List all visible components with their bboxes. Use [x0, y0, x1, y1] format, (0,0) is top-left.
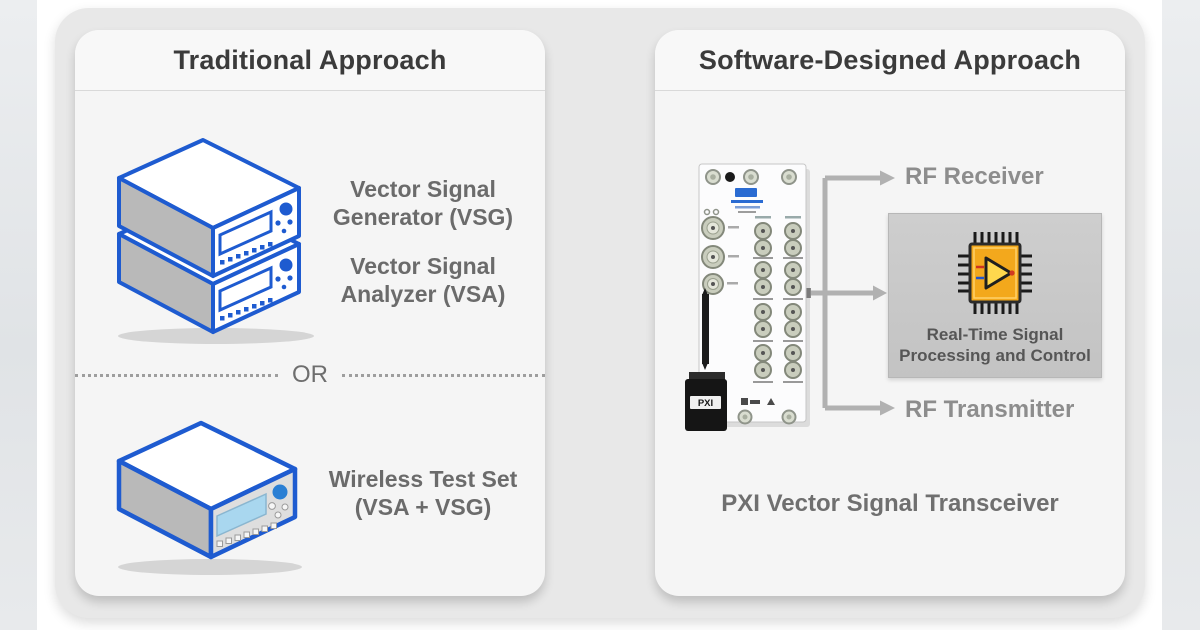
module-port-nub	[804, 288, 811, 298]
arrowhead-receiver	[880, 170, 895, 186]
vsg-knob	[279, 202, 293, 216]
left-gradient-strip	[0, 0, 37, 630]
vsa-label: Vector Signal Analyzer (VSA)	[340, 253, 506, 307]
module-edge-connector	[702, 288, 709, 370]
wts-button-row	[216, 522, 277, 547]
stack-shadow	[118, 328, 314, 344]
vsa-knob	[279, 258, 293, 272]
vsa-button-row	[220, 298, 273, 321]
traditional-approach-panel: Traditional Approach	[75, 30, 545, 596]
labview-triangle	[984, 256, 1013, 290]
module-bottom-screws	[737, 409, 797, 425]
certification-marks	[741, 398, 775, 405]
or-divider: OR	[75, 361, 545, 389]
module-faceplate	[698, 163, 807, 423]
vsa-display	[218, 265, 273, 313]
or-dotted-line-right	[342, 373, 545, 377]
vsg-vsa-stack-icon	[117, 138, 314, 344]
software-approach-panel: Software-Designed Approach	[655, 30, 1125, 596]
vsg-instrument-icon	[117, 138, 301, 278]
comparison-card: Traditional Approach	[55, 8, 1145, 618]
rf-receiver-label: RF Receiver	[905, 163, 1044, 190]
ni-logo	[731, 188, 763, 213]
wts-knob	[272, 484, 288, 500]
or-dotted-line-left	[75, 373, 278, 377]
wts-shadow	[118, 559, 302, 575]
pxi-vst-caption: PXI Vector Signal Transceiver	[721, 490, 1059, 517]
pxi-latch-badge: PXI	[698, 398, 713, 409]
software-panel-title: Software-Designed Approach	[655, 30, 1125, 91]
arrowhead-transmitter	[880, 400, 895, 416]
processing-box: Real-Time Signal Processing and Control	[888, 213, 1102, 378]
module-top-screws	[705, 169, 797, 185]
wts-screen	[216, 492, 267, 538]
vsg-label: Vector Signal Generator (VSG)	[332, 176, 514, 230]
pxi-latch: PXI	[685, 372, 727, 431]
module-right-connectors	[753, 216, 803, 383]
processing-label: Real-Time Signal Processing and Control	[899, 325, 1091, 365]
arrowhead-processing	[873, 285, 887, 301]
vsg-button-row	[220, 242, 273, 265]
wireless-test-set-icon	[116, 420, 302, 575]
pxi-module-icon: PXI	[685, 163, 810, 431]
signal-flow-arrows	[804, 170, 895, 416]
or-label: OR	[292, 361, 328, 388]
traditional-panel-title: Traditional Approach	[75, 30, 545, 91]
fpga-chip-icon	[958, 232, 1032, 314]
rf-transmitter-label: RF Transmitter	[905, 396, 1075, 423]
module-left-connectors	[701, 216, 739, 295]
vsg-display	[218, 209, 273, 257]
right-gradient-strip	[1162, 0, 1200, 630]
wireless-test-set-label: Wireless Test Set (VSA + VSG)	[328, 466, 518, 520]
